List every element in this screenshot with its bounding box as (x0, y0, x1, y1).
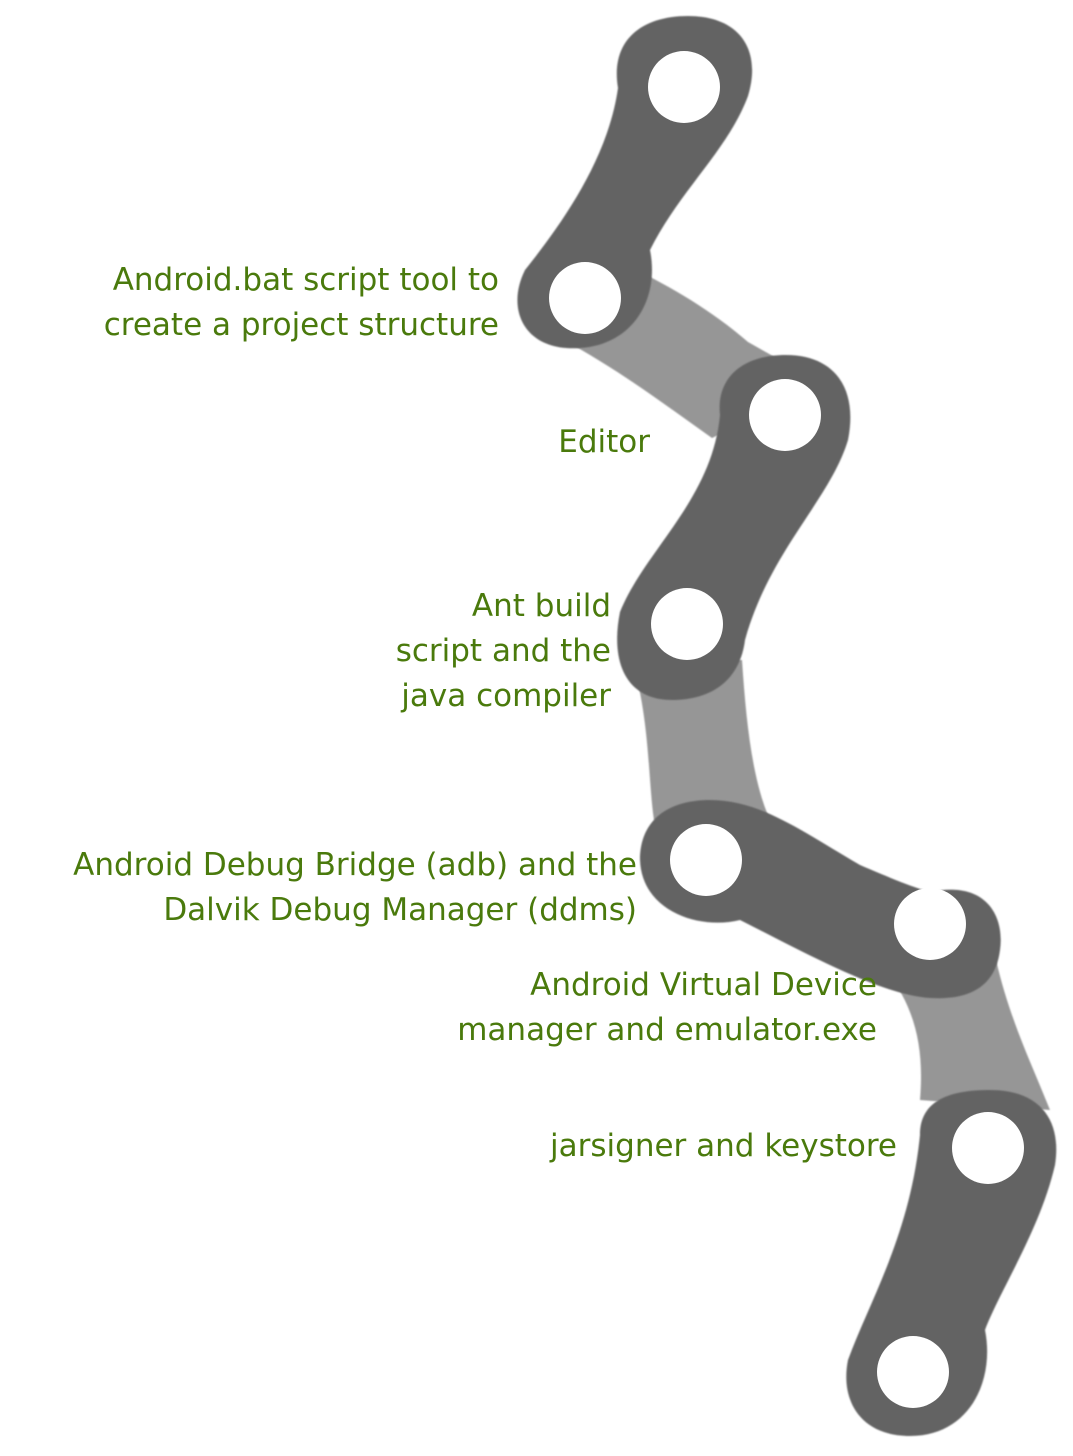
step-label-signing: jarsigner and keystore (550, 1124, 897, 1169)
chain-hole (651, 588, 723, 660)
step-label-debug: Android Debug Bridge (adb) and the Dalvi… (73, 843, 637, 933)
chain-link-light (632, 660, 770, 820)
step-label-line: Editor (558, 424, 650, 460)
step-label-build: Ant build script and the java compiler (396, 584, 611, 719)
step-label-line: Android Debug Bridge (adb) and the (73, 847, 637, 883)
step-label-line: Dalvik Debug Manager (ddms) (163, 892, 637, 928)
chain-link-light (878, 960, 1050, 1110)
chain-hole (549, 262, 621, 334)
step-label-emulator: Android Virtual Device manager and emula… (457, 963, 877, 1053)
step-label-line: create a project structure (103, 307, 499, 343)
step-label-line: jarsigner and keystore (550, 1128, 897, 1164)
step-label-line: Android.bat script tool to (112, 262, 499, 298)
step-label-create-project: Android.bat script tool to create a proj… (104, 258, 499, 348)
chain-hole (877, 1336, 949, 1408)
step-label-editor: Editor (558, 420, 650, 465)
chain-hole (894, 888, 966, 960)
step-label-line: java compiler (401, 678, 611, 714)
chain-hole (648, 51, 720, 123)
step-label-line: Ant build (471, 588, 611, 624)
step-label-line: Android Virtual Device (530, 967, 877, 1003)
chain-hole (670, 824, 742, 896)
step-label-line: script and the (395, 633, 611, 669)
chain-holes (549, 51, 1024, 1408)
chain-hole (952, 1112, 1024, 1184)
chain-links-dark (517, 16, 1057, 1436)
step-label-line: manager and emulator.exe (457, 1012, 877, 1048)
chain-hole (749, 379, 821, 451)
